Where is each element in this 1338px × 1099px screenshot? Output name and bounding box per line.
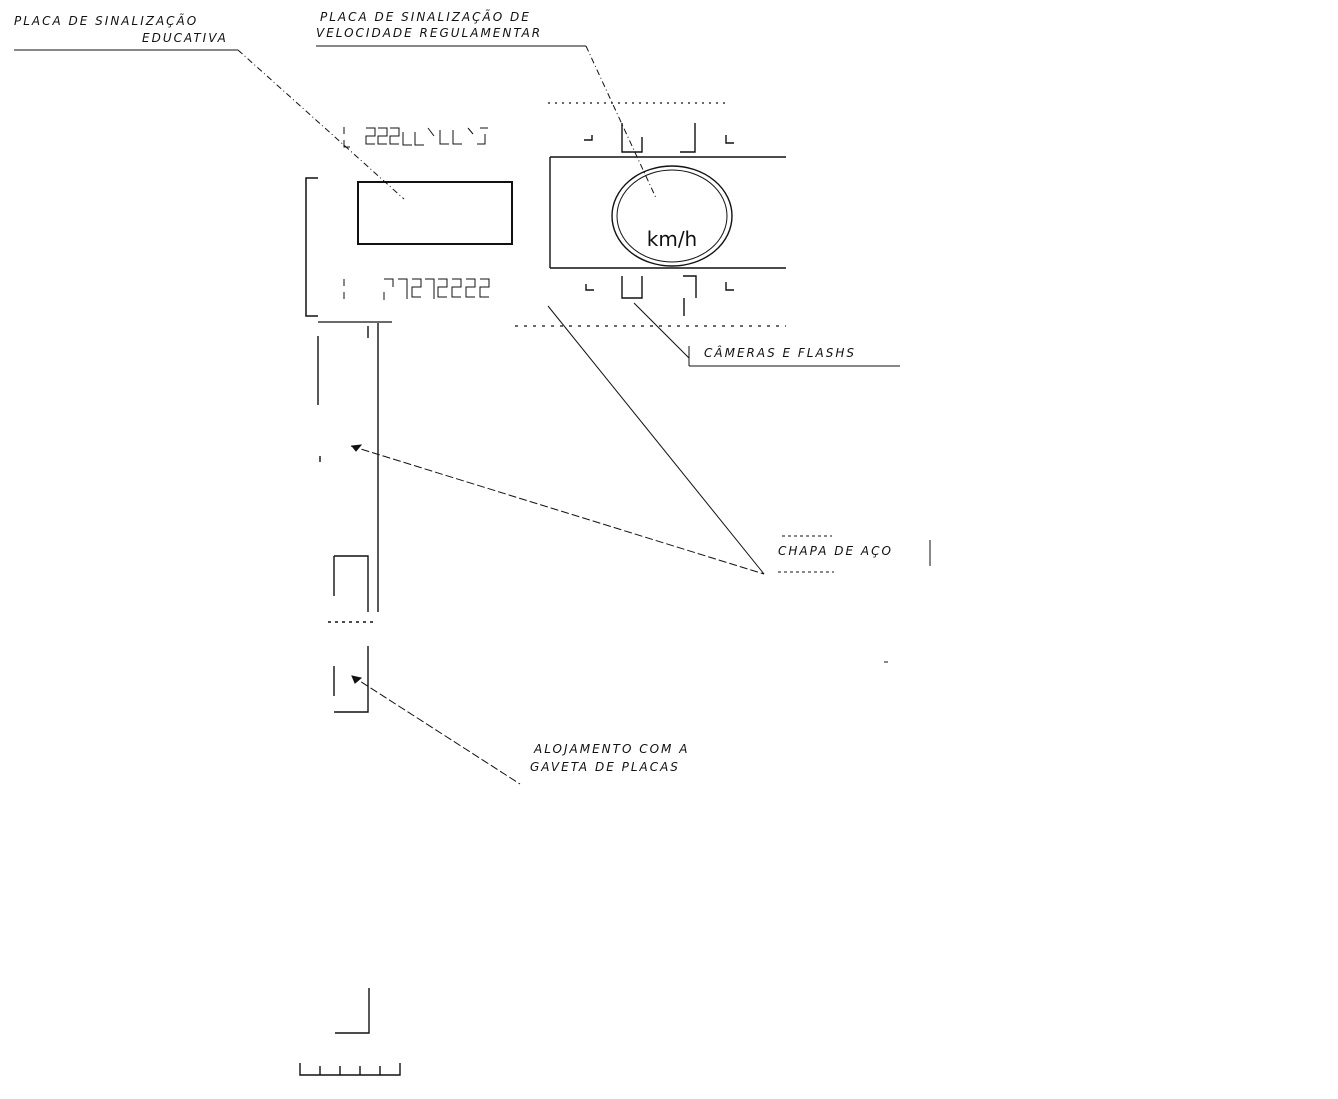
label-velocidade-1: PLACA DE SINALIZAÇÃO DE [320,10,531,24]
label-educativa-2: EDUCATIVA [142,31,228,45]
speed-panel: km/h [515,102,786,327]
led-digits-bottom [343,278,490,300]
label-alojamento-1: ALOJAMENTO COM A [534,742,690,756]
speed-unit-text: km/h [647,227,697,251]
led-digits-top [343,127,488,148]
leader-lines [14,45,931,785]
camera-brackets [584,123,734,316]
educational-panel [305,127,513,323]
label-educativa-1: PLACA DE SINALIZAÇÃO [14,14,199,28]
label-cameras: CÂMERAS E FLASHS [704,346,856,360]
label-alojamento-2: GAVETA DE PLACAS [530,760,680,774]
post-column [299,323,401,1076]
label-velocidade-2: VELOCIDADE REGULAMENTAR [316,26,543,40]
label-chapa: CHAPA DE AÇO [778,544,893,558]
